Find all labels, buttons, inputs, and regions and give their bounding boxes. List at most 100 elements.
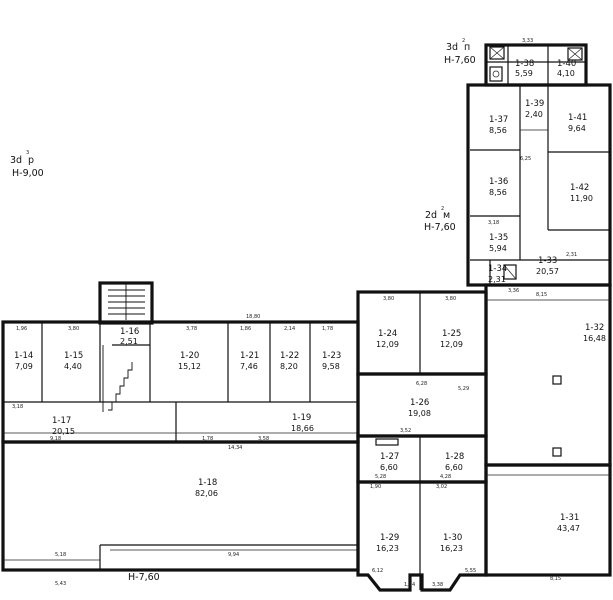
dimension-label: 3,36 [508, 288, 519, 294]
room-id: 1-40 [557, 59, 576, 69]
room-1-28: 1-286,60 [445, 452, 464, 472]
room-area: 16,23 [440, 544, 463, 553]
dimension-label: 1,14 [404, 582, 415, 588]
room-area: 19,08 [408, 409, 431, 418]
room-id: 1-24 [378, 329, 397, 339]
room-1-27: 1-276,60 [380, 452, 399, 472]
zone-annotation-3dpi: 3d 2 п Н-7,60 [444, 38, 476, 66]
room-id: 1-14 [14, 351, 33, 361]
zone-label: 3d [10, 155, 22, 166]
room-area: 4,10 [557, 69, 575, 78]
room-area: 18,66 [291, 424, 314, 433]
dimension-label: 3,80 [445, 296, 456, 302]
dimension-label: 5,28 [375, 474, 386, 480]
dimension-label: 6,28 [416, 381, 427, 387]
dimension-label: 1,86 [240, 326, 251, 332]
dimension-label: 5,29 [458, 386, 469, 392]
zone-label: 3d [446, 42, 458, 53]
dimension-label: 6,25 [520, 156, 531, 162]
room-id: 1-35 [489, 233, 508, 243]
room-id: 1-18 [198, 478, 217, 488]
dimension-label: 3,78 [186, 326, 197, 332]
room-1-22: 1-228,20 [280, 351, 299, 371]
dimension-label: 3,58 [258, 436, 269, 442]
zone-height-bottom: Н-7,60 [128, 572, 160, 583]
room-1-23: 1-239,58 [322, 351, 341, 371]
dimension-label: 3,80 [68, 326, 79, 332]
room-id: 1-17 [52, 416, 71, 426]
dimension-label: 3,52 [400, 428, 411, 434]
room-id: 1-19 [292, 413, 311, 423]
dimension-label: 1,90 [370, 484, 381, 490]
dimension-label: 9,18 [50, 436, 61, 442]
room-id: 1-28 [445, 452, 464, 462]
room-1-38: 1-385,59 [515, 59, 534, 78]
room-1-39: 1-392,40 [525, 99, 544, 119]
walls-right-block [484, 283, 612, 577]
dimension-label: 5,43 [55, 581, 66, 587]
room-area: 7,09 [15, 362, 33, 371]
dimension-labels: 18,80 14,34 3,80 3,80 1,96 3,80 3,78 1,8… [12, 38, 577, 588]
dimension-label: 1,78 [202, 436, 213, 442]
room-area: 6,60 [380, 463, 398, 472]
room-area: 8,20 [280, 362, 298, 371]
zone-sup: 2 [462, 38, 465, 44]
dimension-label: 1,96 [16, 326, 27, 332]
room-1-37: 1-378,56 [489, 115, 508, 135]
room-id: 1-38 [515, 59, 534, 69]
dimension-label: 5,18 [55, 552, 66, 558]
zone-label-suffix: м [443, 210, 450, 221]
room-area: 15,12 [178, 362, 201, 371]
room-area: 2,40 [525, 110, 543, 119]
room-id: 1-34 [488, 264, 507, 274]
room-area: 11,90 [570, 194, 593, 203]
room-id: 1-32 [585, 323, 604, 333]
dimension-label: 18,80 [246, 314, 260, 320]
dimension-label: 3,38 [432, 582, 443, 588]
dimension-label: 9,94 [228, 552, 239, 558]
dimension-label: 14,34 [228, 445, 242, 451]
room-1-40: 1-404,10 [557, 59, 576, 78]
room-1-36: 1-368,56 [489, 177, 508, 197]
room-id: 1-29 [380, 533, 399, 543]
room-id: 1-23 [322, 351, 341, 361]
dimension-label: 8,15 [536, 292, 547, 298]
room-area: 2,31 [488, 275, 506, 284]
zone-label-suffix: р [28, 155, 34, 166]
room-area: 43,47 [557, 524, 580, 533]
dimension-label: 2,31 [566, 252, 577, 258]
room-area: 4,40 [64, 362, 82, 371]
room-1-35: 1-355,94 [489, 233, 508, 253]
walls-main-block [1, 281, 360, 572]
room-id: 1-33 [538, 256, 557, 266]
staircase-lower [102, 345, 133, 412]
room-id: 1-41 [568, 113, 587, 123]
room-area: 12,09 [376, 340, 399, 349]
dimension-label: 3,80 [383, 296, 394, 302]
dimension-label: 1,78 [322, 326, 333, 332]
dimension-label: 3,02 [436, 484, 447, 490]
room-id: 1-37 [489, 115, 508, 125]
room-area: 9,58 [322, 362, 340, 371]
room-area: 82,06 [195, 489, 218, 498]
room-area: 8,56 [489, 188, 507, 197]
dimension-label: 3,18 [488, 220, 499, 226]
room-area: 16,48 [583, 334, 606, 343]
room-id: 1-15 [64, 351, 83, 361]
room-id: 1-26 [410, 398, 429, 408]
room-id: 1-31 [560, 513, 579, 523]
room-1-41: 1-419,64 [568, 113, 587, 133]
room-area: 6,60 [445, 463, 463, 472]
